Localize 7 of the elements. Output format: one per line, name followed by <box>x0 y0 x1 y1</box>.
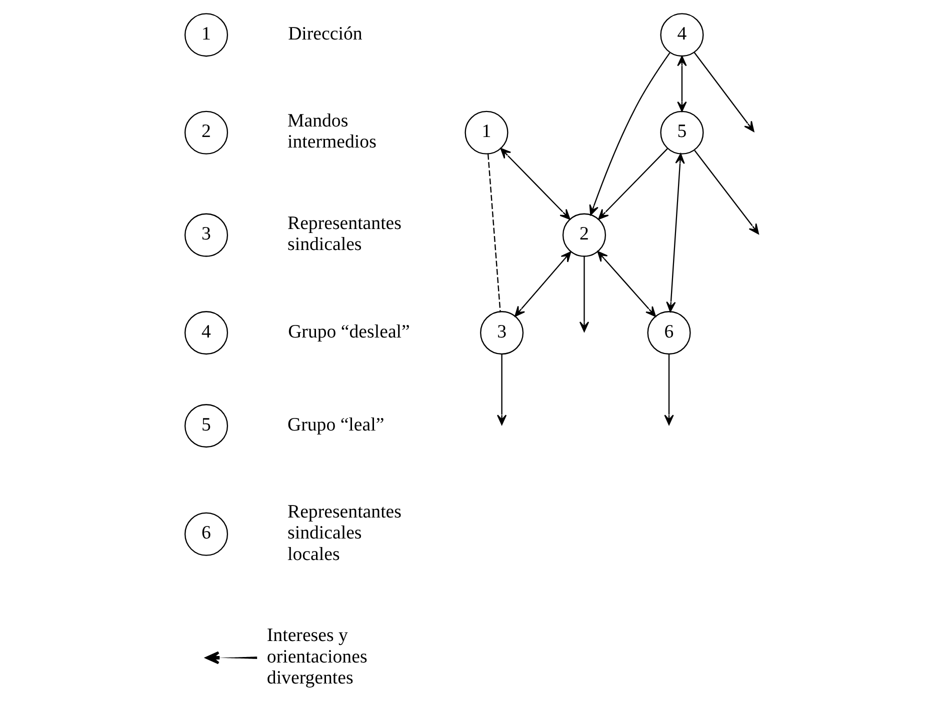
node-label: Mandos intermedios <box>287 110 376 152</box>
node-label: Grupo “desleal” <box>288 320 410 342</box>
node-label: Dirección <box>288 22 362 44</box>
node-label: Representantes sindicales <box>287 212 401 255</box>
node-label: Representantes sindicales locales <box>287 500 401 564</box>
legend-label: Intereses y orientaciones divergentes <box>266 624 367 688</box>
node-label: Grupo “leal” <box>287 414 384 435</box>
